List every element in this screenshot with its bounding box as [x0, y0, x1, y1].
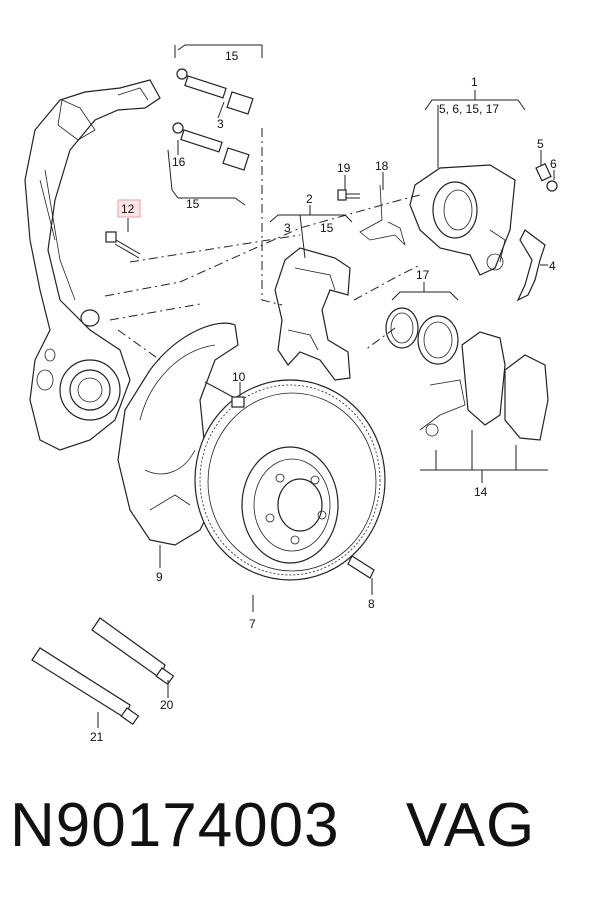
- piston-seals: [385, 307, 459, 365]
- bolt-10: [204, 381, 245, 408]
- callout-2-sublabel-b: 15: [320, 221, 334, 235]
- bracket-18: [359, 184, 406, 246]
- callout-18: 18: [375, 159, 389, 173]
- highlight-box-12: [117, 199, 141, 218]
- callout-1: 1: [471, 75, 478, 89]
- callout-1-sublabel: 5, 6, 15, 17: [439, 102, 499, 116]
- callout-16: 16: [172, 155, 186, 169]
- caliper-housing: [409, 164, 516, 276]
- screw-8: [347, 555, 375, 579]
- guide-lines: [104, 128, 421, 361]
- callout-10: 10: [232, 370, 246, 384]
- brake-disc: [194, 379, 386, 581]
- steering-knuckle: [24, 79, 161, 451]
- part-number: N90174003: [10, 791, 340, 860]
- callout-9: 9: [156, 570, 163, 584]
- callout-12: 12: [121, 202, 135, 216]
- brake-assembly-diagram: 1 5, 6, 15, 17 2 3 15 3 4 5 6 7 8 9 10 1…: [24, 44, 558, 744]
- callout-6: 6: [550, 157, 557, 171]
- callout-15-top: 15: [225, 49, 239, 63]
- callout-20: 20: [160, 698, 174, 712]
- callout-5: 5: [537, 137, 544, 151]
- callout-2-sublabel-a: 3: [284, 221, 291, 235]
- callout-3: 3: [217, 117, 224, 131]
- callout-15-left: 15: [186, 197, 200, 211]
- bolt-19: [337, 189, 360, 201]
- spring-clip: [516, 229, 546, 302]
- caliper-carrier: [274, 247, 351, 381]
- callout-4: 4: [549, 259, 556, 273]
- callout-8: 8: [368, 597, 375, 611]
- callout-19: 19: [337, 161, 351, 175]
- guide-pins: [172, 68, 254, 171]
- grease-tube-20: [91, 617, 175, 686]
- callout-17: 17: [416, 268, 430, 282]
- brake-pads: [419, 331, 549, 483]
- grease-tube-21: [31, 647, 140, 726]
- callout-7: 7: [249, 617, 256, 631]
- callout-2: 2: [306, 192, 313, 206]
- leader-lines: [97, 44, 555, 728]
- brand-name: VAG: [405, 791, 536, 860]
- callout-21: 21: [90, 730, 104, 744]
- part-caption: N90174003 VAG: [10, 790, 590, 880]
- knuckle-bolt-12: [105, 231, 141, 259]
- callout-14: 14: [474, 485, 488, 499]
